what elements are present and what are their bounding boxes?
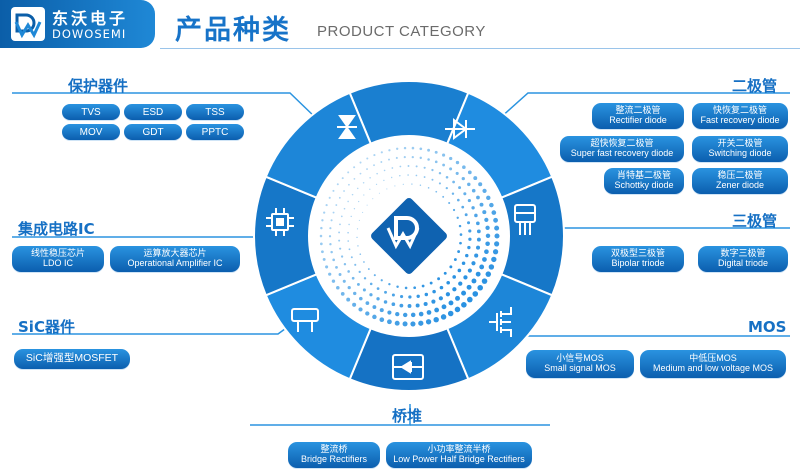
pill-low-power-half-bridge[interactable]: 小功率整流半桥 Low Power Half Bridge Rectifiers (386, 442, 532, 468)
pill-zener-diode[interactable]: 稳压二极管 Zener diode (692, 168, 788, 194)
pill-en: Digital triode (717, 258, 769, 268)
category-title-sic: SiC器件 (18, 318, 75, 336)
logo-cn-text: 东沃电子 (52, 9, 129, 28)
page-title-cn: 产品种类 (175, 15, 291, 46)
pill-en: Operational Amplifier IC (127, 258, 223, 268)
pill-small-signal-mos[interactable]: 小信号MOS Small signal MOS (526, 350, 634, 378)
category-title-bridge: 桥堆 (392, 407, 423, 425)
pill-fast-recovery-diode[interactable]: 快恢复二极管 Fast recovery diode (692, 103, 788, 129)
pill-cn: 线性稳压芯片 (30, 248, 85, 259)
pill-cn: 中低压MOS (689, 353, 737, 364)
logo-en-text: DOWOSEMI (52, 27, 127, 41)
pill-tvs[interactable]: TVS (62, 104, 120, 120)
pill-en: LDO IC (42, 258, 73, 268)
pill-en: Zener diode (715, 180, 765, 190)
pill-tss[interactable]: TSS (186, 104, 244, 120)
category-title-mos: MOS (748, 318, 787, 336)
pill-ldo-ic[interactable]: 线性稳压芯片 LDO IC (12, 246, 104, 272)
bridge-rectifier-icon (392, 354, 424, 380)
pill-cn: 运算放大器芯片 (143, 248, 207, 259)
pill-en: Super fast recovery diode (570, 148, 674, 158)
pill-medium-low-voltage-mos[interactable]: 中低压MOS Medium and low voltage MOS (640, 350, 786, 378)
pill-esd[interactable]: ESD (124, 104, 182, 120)
tvs-symbol-icon (337, 115, 357, 139)
mosfet-symbol-icon (489, 307, 512, 337)
pill-schottky-diode[interactable]: 肖特基二极管 Schottky diode (604, 168, 684, 194)
pill-en: Medium and low voltage MOS (652, 363, 774, 373)
pill-en: Small signal MOS (544, 363, 616, 373)
pill-en: Switching diode (708, 148, 772, 158)
pill-switching-diode[interactable]: 开关二极管 Switching diode (692, 136, 788, 162)
pill-en: Bipolar triode (611, 258, 665, 268)
pill-bridge-rectifiers[interactable]: 整流桥 Bridge Rectifiers (288, 442, 380, 468)
pill-cn: 开关二极管 (717, 138, 763, 149)
pill-cn: 超快恢复二极管 (590, 138, 654, 149)
pill-en: Bridge Rectifiers (300, 454, 368, 464)
pill-bipolar-triode[interactable]: 双极型三极管 Bipolar triode (592, 246, 684, 272)
pill-en: Low Power Half Bridge Rectifiers (393, 454, 525, 464)
header-divider (160, 48, 800, 49)
pill-pptc[interactable]: PPTC (186, 124, 244, 140)
connector-protection (12, 92, 319, 121)
pill-cn: 稳压二极管 (717, 170, 763, 181)
connector-diode (499, 92, 790, 119)
pill-cn: 整流桥 (320, 444, 348, 455)
pill-cn: 数字三极管 (720, 248, 766, 259)
pill-cn: 小功率整流半桥 (427, 444, 491, 455)
sic-package-icon (291, 308, 319, 332)
pill-cn: 小信号MOS (556, 353, 604, 364)
pill-cn: 双极型三极管 (610, 248, 665, 259)
pill-cn: 整流二极管 (615, 105, 661, 116)
pill-super-fast-recovery-diode[interactable]: 超快恢复二极管 Super fast recovery diode (560, 136, 684, 162)
category-title-ic: 集成电路IC (18, 220, 95, 238)
ic-chip-icon (266, 208, 294, 236)
pill-gdt[interactable]: GDT (124, 124, 182, 140)
pill-en: Fast recovery diode (700, 115, 780, 125)
page-title-en: PRODUCT CATEGORY (317, 23, 486, 40)
dowosemi-logo-icon (11, 7, 45, 41)
pill-en: Rectifier diode (609, 115, 667, 125)
pill-sic-mosfet[interactable]: SiC增强型MOSFET (14, 349, 130, 369)
pill-digital-triode[interactable]: 数字三极管 Digital triode (698, 246, 788, 272)
category-title-triode: 三极管 (732, 212, 778, 230)
pill-cn: 快恢复二极管 (712, 105, 767, 116)
category-title-protection: 保护器件 (68, 77, 129, 95)
diode-symbol-icon (445, 118, 475, 140)
transistor-package-icon (514, 204, 536, 235)
pill-en: Schottky diode (614, 180, 674, 190)
pill-op-amp-ic[interactable]: 运算放大器芯片 Operational Amplifier IC (110, 246, 240, 272)
connector-bridge (250, 404, 411, 426)
pill-rectifier-diode[interactable]: 整流二极管 Rectifier diode (592, 103, 684, 129)
pill-cn: 肖特基二极管 (616, 170, 671, 181)
category-title-diode: 二极管 (732, 77, 778, 95)
pill-mov[interactable]: MOV (62, 124, 120, 140)
